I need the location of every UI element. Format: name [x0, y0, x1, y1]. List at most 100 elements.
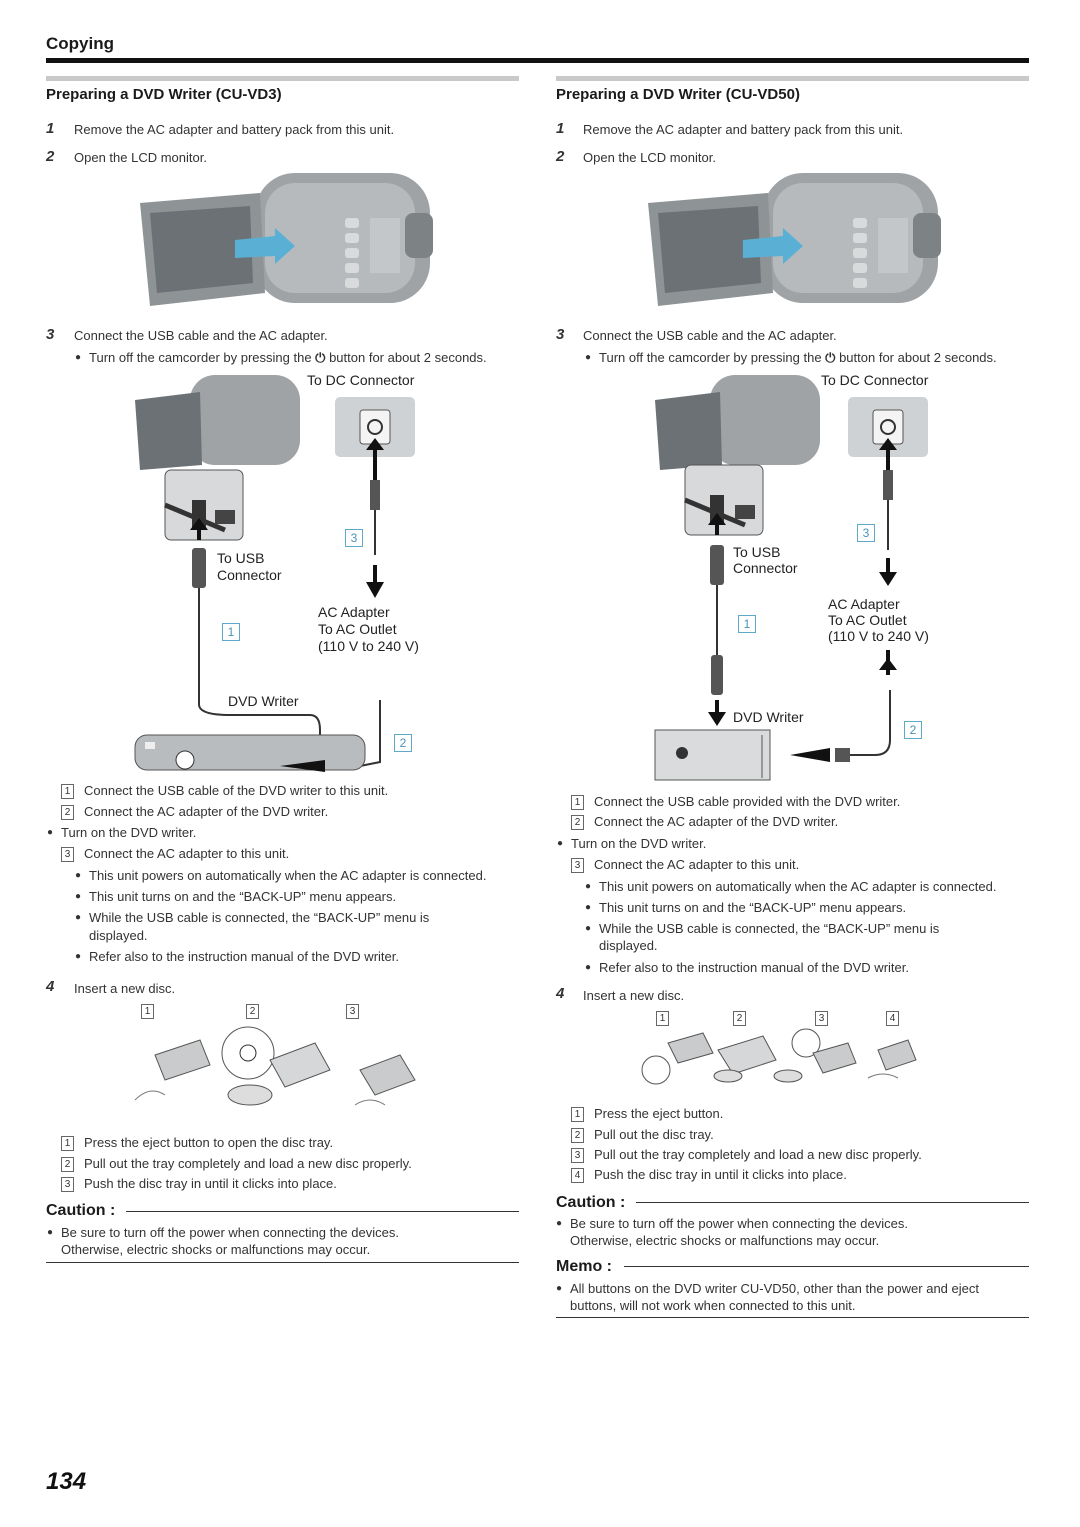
badge: 4 — [571, 1168, 584, 1183]
disc-step-text: Pull out the tray completely and load a … — [594, 1147, 922, 1162]
page-section-title: Copying — [46, 34, 114, 53]
disc-label-1: 1 — [141, 1004, 154, 1019]
right-caution-text-2: Otherwise, electric shocks or malfunctio… — [570, 1233, 880, 1248]
power-icon: ⏻ — [315, 350, 326, 365]
disc-step-text: Press the eject button to open the disc … — [84, 1135, 334, 1150]
right-sub-2: 2 Connect the AC adapter of the DVD write… — [571, 814, 838, 830]
memo-rule — [624, 1266, 1029, 1267]
label-to-dc-connector: To DC Connector — [307, 372, 415, 388]
disc-label-2: 2 — [733, 1011, 746, 1026]
note-text-pre: Turn off the camcorder by pressing the — [599, 350, 826, 365]
left-step2-text: Open the LCD monitor. — [74, 150, 207, 165]
left-sub-1: 1 Connect the USB cable of the DVD writer… — [61, 783, 388, 799]
right-bullet-4: Refer also to the instruction manual of … — [585, 960, 909, 975]
disc-insert-illustration-left — [134, 1026, 416, 1106]
badge: 2 — [571, 1128, 584, 1143]
disc-step-text: Push the disc tray in until it clicks in… — [84, 1176, 337, 1191]
left-turn-on: Turn on the DVD writer. — [47, 825, 196, 840]
right-step2-text: Open the LCD monitor. — [583, 150, 716, 165]
right-memo-label: Memo : — [556, 1258, 612, 1275]
label-ac-adapter: AC Adapter — [828, 596, 900, 612]
left-bullet-1: This unit powers on automatically when t… — [75, 868, 486, 883]
camcorder-open-illustration — [648, 173, 941, 306]
badge: 2 — [61, 805, 74, 820]
right-bullet-3: While the USB cable is connected, the “B… — [585, 921, 939, 936]
connection-diagram-left — [134, 375, 415, 772]
sub-text: Connect the AC adapter of the DVD writer… — [594, 814, 839, 829]
left-step1-number: 1 — [46, 120, 55, 137]
left-sub-2: 2 Connect the AC adapter of the DVD write… — [61, 804, 328, 820]
callout-3: 3 — [345, 529, 363, 547]
right-step2-number: 2 — [556, 148, 565, 165]
left-caution-text-2: Otherwise, electric shocks or malfunctio… — [61, 1242, 371, 1257]
label-ac-adapter: AC Adapter — [318, 604, 390, 620]
sub-text: Connect the AC adapter to this unit. — [84, 846, 290, 861]
camcorder-open-illustration — [140, 173, 433, 306]
caution-rule — [636, 1202, 1029, 1203]
sub-text: Connect the AC adapter of the DVD writer… — [84, 804, 329, 819]
right-turn-on: Turn on the DVD writer. — [557, 836, 706, 851]
right-step1-number: 1 — [556, 120, 565, 137]
right-step4-number: 4 — [556, 985, 565, 1002]
disc-step-text: Pull out the disc tray. — [594, 1127, 714, 1142]
left-step3-note: Turn off the camcorder by pressing the ⏻… — [75, 350, 487, 366]
memo-bottom-rule — [556, 1317, 1029, 1318]
left-section-title: Preparing a DVD Writer (CU-VD3) — [46, 86, 282, 103]
disc-label-3: 3 — [346, 1004, 359, 1019]
callout-2: 2 — [394, 734, 412, 752]
right-bullet-1: This unit powers on automatically when t… — [585, 879, 996, 894]
right-memo-text-2: buttons, will not work when connected to… — [570, 1298, 856, 1313]
right-section-title: Preparing a DVD Writer (CU-VD50) — [556, 86, 800, 103]
connection-diagram-right — [654, 375, 928, 781]
left-step4-text: Insert a new disc. — [74, 981, 176, 996]
disc-label-1: 1 — [656, 1011, 669, 1026]
right-caution-label: Caution : — [556, 1194, 626, 1211]
label-to-dc-connector: To DC Connector — [821, 372, 929, 388]
left-disc-step-1: 1 Press the eject button to open the disc… — [61, 1135, 333, 1151]
badge: 1 — [571, 1107, 584, 1122]
header-rule — [46, 58, 1029, 63]
right-bullet-3-cont: displayed. — [599, 938, 658, 953]
left-step2-number: 2 — [46, 148, 55, 165]
note-text-post: button for about 2 seconds. — [835, 350, 997, 365]
disc-label-3: 3 — [815, 1011, 828, 1026]
label-dvd-writer: DVD Writer — [733, 709, 804, 725]
badge: 3 — [61, 1177, 74, 1192]
right-disc-step-2: 2 Pull out the disc tray. — [571, 1127, 714, 1143]
left-disc-step-3: 3 Push the disc tray in until it clicks i… — [61, 1176, 337, 1192]
left-bullet-3: While the USB cable is connected, the “B… — [75, 910, 429, 925]
disc-label-4: 4 — [886, 1011, 899, 1026]
right-memo-text-1: All buttons on the DVD writer CU-VD50, o… — [556, 1281, 979, 1296]
disc-step-text: Push the disc tray in until it clicks in… — [594, 1167, 847, 1182]
note-text-pre: Turn off the camcorder by pressing the — [89, 350, 316, 365]
left-caution-label: Caution : — [46, 1202, 116, 1219]
badge: 3 — [571, 1148, 584, 1163]
badge: 1 — [61, 784, 74, 799]
disc-step-text: Pull out the tray completely and load a … — [84, 1156, 412, 1171]
left-bullet-4: Refer also to the instruction manual of … — [75, 949, 399, 964]
sub-text: Connect the USB cable of the DVD writer … — [84, 783, 389, 798]
badge: 1 — [571, 795, 584, 810]
right-step3-number: 3 — [556, 326, 565, 343]
badge: 1 — [61, 1136, 74, 1151]
right-caution-text-1: Be sure to turn off the power when conne… — [556, 1216, 908, 1231]
power-icon: ⏻ — [825, 350, 836, 365]
label-to-usb: To USB — [217, 550, 265, 566]
callout-2: 2 — [904, 721, 922, 739]
callout-1: 1 — [738, 615, 756, 633]
right-step1-text: Remove the AC adapter and battery pack f… — [583, 122, 904, 137]
left-bullet-2: This unit turns on and the “BACK-UP” men… — [75, 889, 396, 904]
caution-bottom-rule — [46, 1262, 519, 1263]
label-to-ac-outlet: To AC Outlet — [318, 621, 397, 637]
right-step4-text: Insert a new disc. — [583, 988, 685, 1003]
sub-text: Connect the AC adapter to this unit. — [594, 857, 800, 872]
left-step3-number: 3 — [46, 326, 55, 343]
label-voltage: (110 V to 240 V) — [318, 638, 419, 654]
label-usb-connector: Connector — [733, 560, 798, 576]
page-number: 134 — [46, 1468, 87, 1495]
badge: 2 — [571, 815, 584, 830]
left-step3-text: Connect the USB cable and the AC adapter… — [74, 328, 328, 343]
